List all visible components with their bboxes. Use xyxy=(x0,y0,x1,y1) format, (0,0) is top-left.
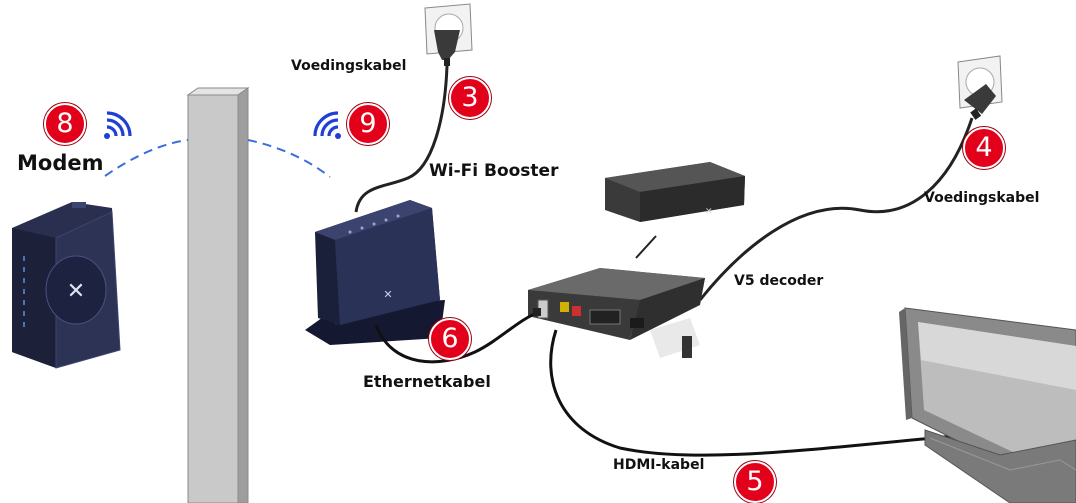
wifi-booster-device: ✕ xyxy=(305,200,445,345)
ethernet-cable xyxy=(374,310,541,364)
step-badge-power-booster: 3 xyxy=(449,77,491,119)
power-cable-label-right: Voedingskabel xyxy=(924,190,1040,206)
step-badge-hdmi: 5 xyxy=(734,461,776,503)
decoder-pointer-line xyxy=(635,235,657,259)
svg-text:✕: ✕ xyxy=(383,288,392,301)
step-badge-modem: 8 xyxy=(44,103,86,145)
power-cable-decoder xyxy=(698,117,974,301)
wifi-signal-icon xyxy=(104,111,132,139)
step-badge-ethernet: 6 xyxy=(429,318,471,360)
hdmi-cable xyxy=(549,329,956,457)
hdmi-cable-label: HDMI-kabel xyxy=(613,457,705,473)
wall-column xyxy=(186,87,250,503)
step-badge-booster: 9 xyxy=(347,103,389,145)
wifi-link-right xyxy=(247,139,331,178)
power-plug-icon xyxy=(434,30,460,66)
decoder-device xyxy=(528,268,705,358)
ethernet-cable-label: Ethernetkabel xyxy=(363,372,491,391)
power-plug-icon xyxy=(964,84,996,120)
modem-label: Modem xyxy=(17,151,104,175)
wifi-signal-icon xyxy=(313,111,341,139)
decoder-label: V5 decoder xyxy=(734,273,824,289)
wifi-booster-label: Wi-Fi Booster xyxy=(429,161,559,181)
modem-device: ✕ xyxy=(12,202,121,369)
wifi-link-left xyxy=(104,139,189,177)
power-cable-label-top: Voedingskabel xyxy=(291,58,407,74)
tv-screen xyxy=(899,307,1076,503)
ethernet-port-icon xyxy=(533,308,541,316)
svg-text:✕: ✕ xyxy=(67,279,85,304)
decoder-front-view: ✕ xyxy=(605,162,745,222)
step-badge-power-decoder: 4 xyxy=(963,127,1005,169)
power-cable-booster xyxy=(354,65,449,213)
svg-text:✕: ✕ xyxy=(705,207,713,217)
